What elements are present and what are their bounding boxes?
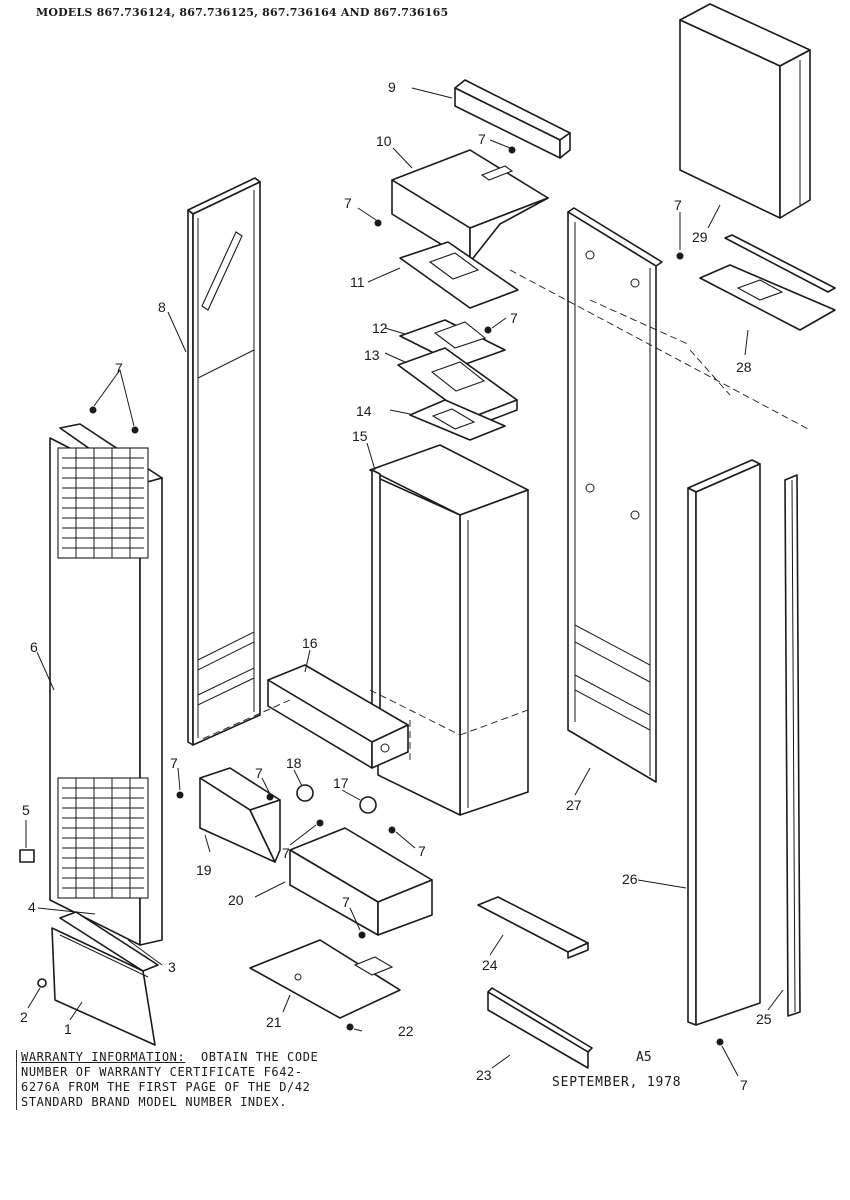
- warranty-title: WARRANTY INFORMATION:: [21, 1050, 186, 1064]
- warranty-line-1: WARRANTY INFORMATION: OBTAIN THE CODE: [21, 1050, 491, 1065]
- heat-exchanger-part15: [369, 444, 529, 816]
- callout-22: 22: [398, 1023, 414, 1039]
- clip-part5: [19, 849, 35, 863]
- callout-17: 17: [333, 775, 349, 791]
- callout-12: 12: [372, 320, 388, 336]
- models-header: MODELS 867.736124, 867.736125, 867.73616…: [36, 6, 449, 19]
- vertical-strip-part25: [784, 474, 801, 1017]
- angle-bracket-part23: [487, 987, 593, 1069]
- side-panel-part26: [687, 459, 761, 1026]
- revision-date: SEPTEMBER, 1978: [552, 1075, 682, 1090]
- callout-1: 1: [64, 1021, 72, 1037]
- callout-28: 28: [736, 359, 752, 375]
- callout-7: 7: [478, 131, 486, 147]
- callout-29: 29: [692, 229, 708, 245]
- callout-11: 11: [350, 274, 365, 290]
- callout-7: 7: [342, 894, 350, 910]
- callout-16: 16: [302, 635, 318, 651]
- valve-part17: [359, 796, 377, 814]
- callout-6: 6: [30, 639, 38, 655]
- callout-7: 7: [282, 845, 290, 861]
- callout-7: 7: [344, 195, 352, 211]
- callout-4: 4: [28, 899, 36, 915]
- callout-7: 7: [510, 310, 518, 326]
- screws-part7: [89, 146, 724, 1046]
- callout-27: 27: [566, 797, 582, 813]
- bracket-part24: [477, 896, 589, 959]
- callout-5: 5: [22, 802, 30, 818]
- warranty-line-3: 6276A FROM THE FIRST PAGE OF THE D/42: [21, 1080, 311, 1094]
- lower-louver-grille: [57, 777, 149, 899]
- flue-hood-part29: [679, 3, 811, 219]
- callout-20: 20: [228, 892, 244, 908]
- callout-7: 7: [674, 197, 682, 213]
- front-panel-part6: [49, 423, 163, 946]
- callout-10: 10: [376, 133, 392, 149]
- bottom-cover-part1: [51, 911, 159, 1046]
- callout-24: 24: [482, 957, 498, 973]
- callout-3: 3: [168, 959, 176, 975]
- callout-9: 9: [388, 79, 396, 95]
- top-channel-part9: [454, 79, 571, 159]
- upper-louver-grille: [57, 447, 149, 559]
- callout-19: 19: [196, 862, 212, 878]
- callout-7: 7: [740, 1077, 748, 1093]
- warranty-line-1-rest: OBTAIN THE CODE: [200, 1050, 319, 1064]
- callout-14: 14: [356, 403, 372, 419]
- callout-15: 15: [352, 428, 368, 444]
- callout-7: 7: [170, 755, 178, 771]
- top-bracket-part10: [391, 149, 549, 263]
- valve-part18: [296, 784, 314, 802]
- callout-25: 25: [756, 1011, 772, 1027]
- callout-13: 13: [364, 347, 380, 363]
- bracket-part12: [399, 319, 506, 367]
- knob-part2: [37, 978, 47, 988]
- leader-lines: [25, 87, 784, 1077]
- warranty-line-2: NUMBER OF WARRANTY CERTIFICATE F642-: [21, 1065, 303, 1079]
- callout-26: 26: [622, 871, 638, 887]
- lower-box-part19: [199, 767, 281, 863]
- burner-box-part16: [199, 664, 409, 769]
- flat-plate-part11: [399, 241, 519, 309]
- callout-18: 18: [286, 755, 302, 771]
- callout-8: 8: [158, 299, 166, 315]
- u-shield-part20: [289, 827, 433, 936]
- flue-bracket-part28: [699, 234, 836, 331]
- warranty-line-4: STANDARD BRAND MODEL NUMBER INDEX.: [21, 1095, 288, 1109]
- callout-labels: 7 9 10 7 7 11 12 7 13 14 15 8 6 7 29 28 …: [20, 79, 772, 1093]
- callout-7: 7: [418, 843, 426, 859]
- back-panel-part8: [187, 177, 261, 746]
- rear-panel-part27: [567, 207, 691, 783]
- base-tray-part21: [249, 939, 401, 1019]
- page-id: A5: [636, 1050, 652, 1065]
- bracket-part14: [409, 399, 506, 441]
- callout-2: 2: [20, 1009, 28, 1025]
- callout-23: 23: [476, 1067, 492, 1083]
- warranty-information: WARRANTY INFORMATION: OBTAIN THE CODE NU…: [16, 1050, 491, 1110]
- callout-7: 7: [115, 360, 123, 376]
- callout-7: 7: [255, 765, 263, 781]
- callout-21: 21: [266, 1014, 282, 1030]
